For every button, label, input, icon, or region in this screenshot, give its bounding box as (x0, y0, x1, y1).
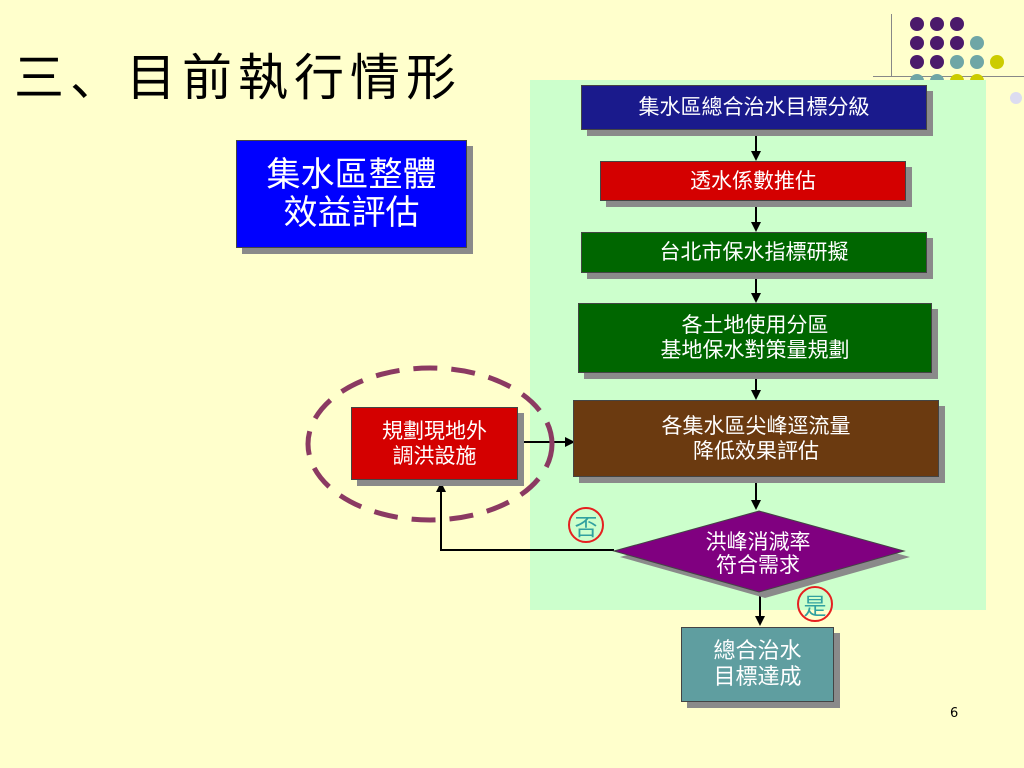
flow-step-retention-index: 台北市保水指標研擬 (581, 232, 927, 273)
page-number: 6 (950, 706, 959, 721)
decorative-dot (950, 36, 964, 50)
flow-step-text-line2: 降低效果評估 (693, 438, 819, 463)
flow-step-text: 透水係數推估 (690, 168, 816, 193)
no-label-circle: 否 (568, 507, 604, 543)
decorative-vertical-line (891, 14, 892, 76)
flow-step-land-use-planning: 各土地使用分區 基地保水對策量規劃 (578, 303, 932, 373)
decision-text-line2: 符合需求 (716, 553, 800, 577)
page-title: 三、目前執行情形 (14, 49, 462, 107)
decorative-dot (910, 17, 924, 31)
overall-benefit-line1: 集水區整體 (266, 154, 437, 195)
flow-step-peak-runoff-evaluation: 各集水區尖峰逕流量 降低效果評估 (573, 400, 939, 477)
decorative-dot (930, 17, 944, 31)
decorative-dot (1010, 92, 1022, 104)
no-label: 否 (574, 515, 598, 541)
flow-step-text-line2: 基地保水對策量規劃 (660, 338, 850, 362)
goal-achieved-line2: 目標達成 (713, 664, 802, 690)
goal-achieved-box: 總合治水 目標達成 (681, 627, 834, 702)
decorative-dot (970, 55, 984, 69)
offsite-detention-line2: 調洪設施 (392, 443, 477, 468)
decorative-dot (910, 36, 924, 50)
decorative-dot (930, 55, 944, 69)
flow-step-text-line1: 各土地使用分區 (681, 313, 829, 338)
flow-step-text: 集水區總合治水目標分級 (638, 95, 870, 120)
decorative-dot (930, 36, 944, 50)
flow-step-target-classification: 集水區總合治水目標分級 (581, 85, 927, 130)
decorative-dot (950, 17, 964, 31)
decision-label: 洪峰消減率 符合需求 (630, 524, 886, 584)
goal-achieved-line1: 總合治水 (713, 638, 802, 664)
decision-text-line1: 洪峰消減率 (705, 529, 811, 554)
decorative-dot (970, 36, 984, 50)
decorative-dot (910, 55, 924, 69)
flow-step-text-line1: 各集水區尖峰逕流量 (661, 413, 851, 438)
yes-label-circle: 是 (797, 586, 833, 622)
overall-benefit-line2: 效益評估 (283, 193, 420, 233)
decorative-dot (990, 55, 1004, 69)
overall-benefit-label: 集水區整體 效益評估 (236, 140, 467, 248)
decorative-horizontal-line (873, 76, 1024, 77)
flow-step-text: 台北市保水指標研擬 (659, 240, 849, 265)
offsite-detention-line1: 規劃現地外 (382, 418, 487, 443)
decorative-dot (950, 55, 964, 69)
yes-label: 是 (803, 594, 827, 620)
offsite-detention-box: 規劃現地外 調洪設施 (351, 407, 518, 480)
flow-step-permeability-estimation: 透水係數推估 (600, 161, 906, 201)
